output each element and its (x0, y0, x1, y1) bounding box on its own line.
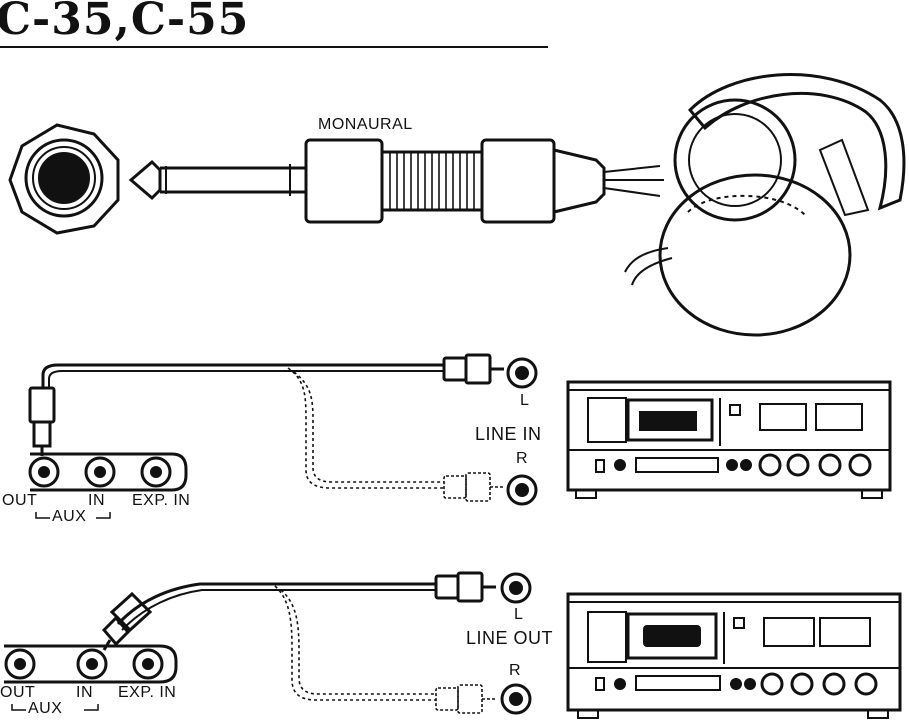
aux-jack-panel-bottom (4, 644, 178, 711)
line-in-right-label: R (516, 450, 529, 467)
line-in-jack-right-icon (506, 474, 538, 506)
line-in-cables (41, 363, 444, 489)
rca-plug-left-out-icon (434, 571, 496, 603)
headphones-icon (624, 73, 906, 337)
line-in-jack-left-icon (506, 357, 538, 389)
headphone-jack-icon (8, 123, 120, 235)
exp-in-label-bottom: EXP. IN (118, 684, 177, 701)
line-out-jack-left-icon (500, 572, 532, 604)
aux-jack-panel-top (28, 452, 188, 519)
rca-plug-right-icon (443, 472, 504, 502)
aux-in-label-top: IN (88, 492, 105, 509)
rca-plug-left-icon (442, 353, 504, 385)
line-out-right-label: R (509, 662, 522, 679)
phone-plug-icon (128, 138, 664, 224)
aux-out-label-top: OUT (2, 492, 38, 509)
exp-in-label-top: EXP. IN (132, 492, 191, 509)
cassette-deck-bottom-icon (566, 592, 902, 719)
aux-group-label-bottom: AUX (28, 700, 63, 717)
line-out-cables (116, 582, 436, 701)
aux-out-label-bottom: OUT (0, 684, 36, 701)
aux-in-label-bottom: IN (76, 684, 93, 701)
monaural-label: MONAURAL (318, 116, 413, 133)
line-out-label: LINE OUT (466, 628, 554, 648)
aux-group-label-top: AUX (52, 508, 87, 525)
page-title: C-35,C-55 (0, 0, 250, 45)
cassette-deck-top-icon (566, 380, 892, 499)
line-out-jack-right-icon (500, 683, 532, 715)
rca-plug-right-out-icon (435, 684, 496, 714)
aux-plug-icon (28, 386, 56, 456)
line-out-left-label: L (514, 606, 524, 623)
line-in-left-label: L (520, 392, 530, 409)
line-in-label: LINE IN (475, 424, 542, 444)
